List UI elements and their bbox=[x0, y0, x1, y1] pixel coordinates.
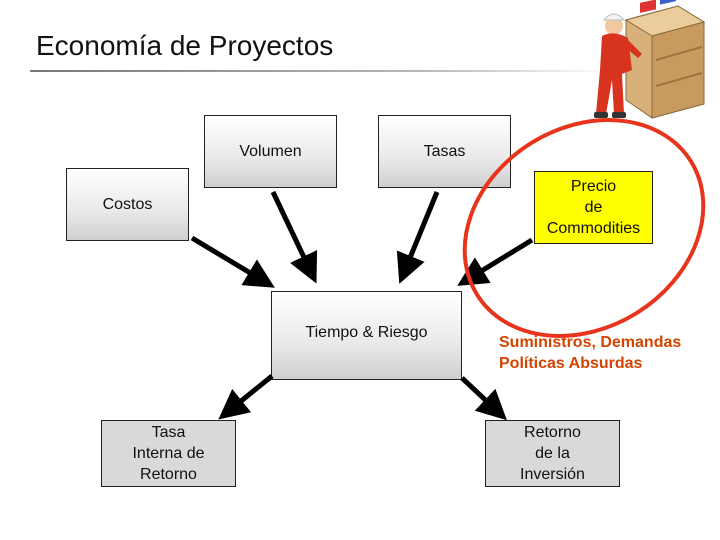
node-costos-label: Costos bbox=[102, 196, 153, 213]
page-title: Economía de Proyectos bbox=[36, 30, 334, 61]
node-tir-line-2: Interna de bbox=[132, 445, 205, 462]
highlight-ellipse bbox=[462, 118, 706, 338]
node-volumen: Volumen bbox=[204, 115, 337, 188]
arrow-tiempo-to-tir bbox=[218, 374, 274, 420]
arrow-tiempo-to-retorno bbox=[460, 376, 507, 421]
arrow-precio-to-tiempo bbox=[457, 237, 534, 286]
node-tasas: Tasas bbox=[378, 115, 511, 188]
arrow-costos-to-tiempo bbox=[190, 235, 275, 288]
arrow-volumen-to-tiempo bbox=[270, 190, 318, 284]
annotation-line-1: Suministros, Demandas bbox=[499, 334, 682, 351]
node-precio-line-3: Commodities bbox=[546, 220, 641, 237]
node-costos: Costos bbox=[66, 168, 189, 241]
node-precio-line-2: de bbox=[584, 199, 603, 216]
node-retorno-line-2: de la bbox=[535, 445, 570, 462]
node-retorno-line-3: Inversión bbox=[520, 466, 585, 483]
node-retorno-inversion: Retorno de la Inversión bbox=[485, 420, 620, 487]
arrow-tasas-to-tiempo bbox=[396, 191, 440, 284]
worker-crate-illustration bbox=[594, 0, 706, 119]
title-underline bbox=[30, 70, 610, 72]
node-precio-commodities: Precio de Commodities bbox=[534, 171, 653, 244]
node-tasa-interna-retorno: Tasa Interna de Retorno bbox=[101, 420, 236, 487]
node-tir-line-3: Retorno bbox=[140, 466, 197, 483]
node-precio-line-1: Precio bbox=[570, 178, 617, 195]
node-tiempo-riesgo: Tiempo & Riesgo bbox=[271, 291, 462, 380]
annotation-text: Suministros, Demandas Políticas Absurdas bbox=[499, 332, 681, 374]
node-tir-line-1: Tasa bbox=[151, 424, 186, 441]
node-tasas-label: Tasas bbox=[423, 143, 466, 160]
annotation-line-2: Políticas Absurdas bbox=[499, 355, 643, 372]
node-retorno-line-1: Retorno bbox=[524, 424, 581, 441]
node-volumen-label: Volumen bbox=[239, 143, 302, 160]
node-tiempo-label: Tiempo & Riesgo bbox=[305, 324, 428, 341]
